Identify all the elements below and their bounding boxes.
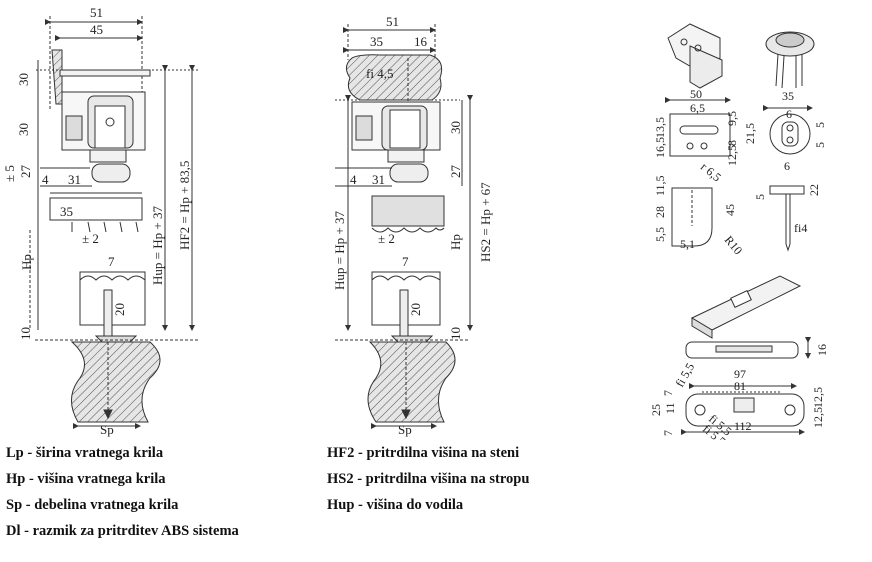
dim-sp: Sp (100, 422, 114, 437)
dim-fi4: fi4 (794, 221, 807, 235)
dim-fi45-mid: fi 4,5 (366, 66, 393, 81)
middle-view-labels: 51 35 16 fi 4,5 30 27 4 31 ± 2 Hup = Hp … (332, 14, 493, 437)
legend-hs2: HS2 - pritrdilna višina na stropu (327, 471, 530, 487)
dim-51-mid: 51 (386, 14, 399, 29)
legend-sp: Sp - debelina vratnega krila (6, 497, 179, 513)
dim-27: 27 (18, 165, 33, 179)
dim-8: 8 (725, 140, 739, 146)
dim-fi5-5a: fi 5,5 (672, 361, 697, 390)
dim-hup: Hup = Hp + 37 (150, 206, 165, 285)
dim-30-mid: 30 (448, 121, 463, 134)
dim-31: 31 (68, 172, 81, 187)
dim-51: 51 (90, 5, 103, 20)
dim-pm2: ± 2 (82, 231, 99, 246)
dim-r10: R10 (722, 233, 746, 257)
dim-25: 25 (649, 404, 663, 416)
middle-view (335, 24, 473, 429)
dim-7: 7 (108, 254, 115, 269)
legend-hup: Hup - višina do vodila (327, 497, 464, 513)
dim-22: 22 (807, 184, 821, 196)
dim-12-5b: 12,5 (811, 407, 825, 428)
dim-6b: 6 (784, 159, 790, 173)
dim-hp: Hp (19, 254, 34, 270)
dim-27-mid: 27 (448, 165, 463, 179)
dim-112: 112 (734, 419, 752, 433)
dim-16-5: 16,5 (653, 137, 667, 158)
dim-pm5: ± 5 (2, 165, 17, 182)
legend-right: HF2 - pritrdilna višina na steni HS2 - p… (327, 440, 529, 518)
dim-81: 81 (734, 379, 746, 393)
right-details (665, 23, 815, 435)
dim-31-mid: 31 (372, 172, 385, 187)
dim-5-5: 5,5 (653, 227, 667, 242)
dim-5b: 5 (813, 142, 827, 148)
dim-35: 35 (60, 204, 73, 219)
legend-lp: Lp - širina vratnega krila (6, 445, 164, 461)
dim-97: 97 (734, 367, 746, 381)
dim-pm2-mid: ± 2 (378, 231, 395, 246)
dim-12-5a: 12,5 (811, 387, 825, 408)
dim-7a: 7 (661, 390, 675, 396)
dim-hp-mid: Hp (448, 234, 463, 250)
dim-45: 45 (723, 204, 737, 216)
technical-drawing: 51 45 30 30 ± 5 27 4 31 35 ± 2 Hp Hup = … (2, 5, 829, 440)
dim-5-1: 5,1 (680, 237, 695, 251)
dim-12-5: 12,5 (725, 145, 739, 166)
dim-r6-5: r 6,5 (698, 160, 724, 185)
dim-10-mid: 10 (448, 327, 463, 340)
legend-hf2: HF2 - pritrdilna višina na steni (327, 445, 520, 461)
dim-28: 28 (653, 206, 667, 218)
dim-20-mid: 20 (408, 303, 423, 316)
dim-6-5: 6,5 (690, 101, 705, 115)
dim-50: 50 (690, 87, 702, 101)
legend-dl: Dl - razmik za pritrditev ABS sistema (6, 523, 239, 539)
dim-5a: 5 (813, 122, 827, 128)
dim-6-r: 6 (786, 107, 792, 121)
legend-hp: Hp - višina vratnega krila (6, 471, 166, 487)
legend-left: Lp - širina vratnega krila Hp - višina v… (6, 440, 239, 544)
dim-16-mid: 16 (414, 34, 428, 49)
dim-30b: 30 (16, 123, 31, 136)
dim-10: 10 (18, 327, 33, 340)
dim-21-5: 21,5 (743, 123, 757, 144)
dim-4: 4 (42, 172, 49, 187)
dim-11-5: 11,5 (653, 175, 667, 196)
dim-35-mid: 35 (370, 34, 383, 49)
dim-9-5: 9,5 (725, 111, 739, 126)
dim-30a: 30 (16, 73, 31, 86)
dim-11: 11 (663, 402, 677, 414)
left-view-labels: 51 45 30 30 ± 5 27 4 31 35 ± 2 Hp Hup = … (2, 5, 192, 437)
dim-hs2-mid: HS2 = Hp + 67 (478, 182, 493, 262)
dim-4-mid: 4 (350, 172, 357, 187)
dim-16-r: 16 (815, 344, 829, 356)
dim-5c: 5 (753, 194, 767, 200)
dim-7-mid: 7 (402, 254, 409, 269)
dim-35-r: 35 (782, 89, 794, 103)
dim-hup-mid: Hup = Hp + 37 (332, 211, 347, 290)
dim-7b: 7 (661, 430, 675, 436)
dim-sp-mid: Sp (398, 422, 412, 437)
dim-13-5: 13,5 (653, 117, 667, 138)
dim-hf2: HF2 = Hp + 83,5 (177, 161, 192, 250)
dim-20: 20 (112, 303, 127, 316)
left-view (29, 16, 200, 429)
dim-45: 45 (90, 22, 103, 37)
